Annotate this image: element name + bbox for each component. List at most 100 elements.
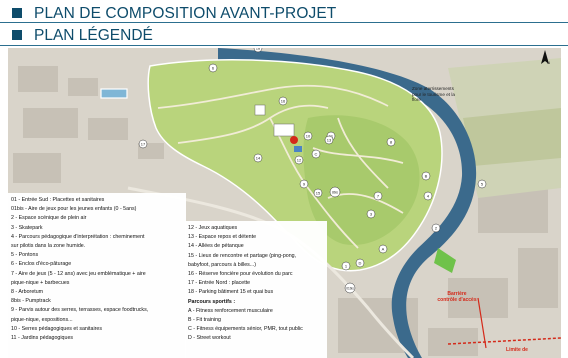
marker-label: 5 <box>481 181 484 186</box>
marker-circle <box>386 137 396 147</box>
marker-label: 14 <box>256 155 261 160</box>
marker-label: 11 <box>329 133 334 138</box>
legend-item: 12 - Jeux aquatiques <box>188 225 238 231</box>
legend-item: C - Fitness équipements sénior, PMR, tou… <box>188 326 303 333</box>
marker-label: 12 <box>297 157 302 162</box>
marker-circle <box>423 191 433 201</box>
point-of-interest-marker <box>290 136 298 144</box>
marker-circle <box>253 153 263 163</box>
limit-line <box>447 337 561 345</box>
marker-label: 16 <box>281 98 286 103</box>
legend-left: 01 - Entrée Sud : Placettes et sanitaire… <box>8 193 186 358</box>
legend-item: 01bis - Aire de jeux pour les jeunes enf… <box>11 206 137 213</box>
water-play-area <box>294 146 302 152</box>
marker-label: A <box>382 246 385 251</box>
legend-item: 4 - Parcours pédagogique d'interprétatio… <box>11 233 145 240</box>
marker-label: B <box>425 173 428 178</box>
marker-label: 8 <box>390 139 393 144</box>
legend-item: pique-nique, expositions... <box>11 316 73 323</box>
green-patch <box>434 248 456 273</box>
zone-note: Zone aterrissements pour le tourisme et … <box>412 86 455 102</box>
page-subtitle: PLAN LÉGENDÉ <box>34 27 153 44</box>
marker-label: 2 <box>435 225 438 230</box>
legend-item: 9 - Parvis autour des serres, terrasses,… <box>11 307 149 314</box>
marker-circle <box>299 179 309 189</box>
marker-circle <box>378 244 388 254</box>
greenhouse-building <box>273 123 295 137</box>
marker-label: 9 <box>303 181 306 186</box>
legend-item: 7 - Aire de jeux (5 - 12 ans) avec jeu e… <box>11 270 146 277</box>
marker-circle <box>355 258 365 268</box>
marker-circle <box>324 135 334 145</box>
legend-item: 13 - Espace repos et détente <box>188 234 257 241</box>
marker-label: C <box>315 151 318 156</box>
marker-label: 6 <box>212 65 215 70</box>
marker-circle <box>313 188 323 198</box>
legend-item: 10 - Serres pédagogiques et sanitaires <box>11 325 102 332</box>
legend-item: Parcours sportifs : <box>188 298 236 305</box>
marker-circle <box>431 223 441 233</box>
marker-label: 15 <box>316 190 321 195</box>
marker-label: D <box>359 260 362 265</box>
marker-label: 01bis <box>346 286 354 290</box>
north-arrow-icon <box>541 50 549 64</box>
pool <box>100 88 128 99</box>
legend-item: sur pilotis dans la zone humide. <box>11 243 86 250</box>
legend-item: D - Street workout <box>188 335 231 342</box>
subtitle-rule <box>0 45 568 46</box>
marker-circle <box>329 186 341 198</box>
legend-item: 5 - Pontons <box>11 252 39 259</box>
marker-circle <box>366 209 376 219</box>
legend-item: B - Fit training <box>188 317 221 324</box>
legend-item: pique-nique + barbecues <box>11 279 70 286</box>
marker-label: 10 <box>306 133 311 138</box>
title-square-icon <box>12 8 22 18</box>
legend-item: 2 - Espace scénique de plein air <box>11 215 87 222</box>
marker-circle <box>278 96 288 106</box>
legend-item: 8 - Arboretum <box>11 289 44 296</box>
marker-circle <box>344 282 356 294</box>
marker-circle <box>294 155 304 165</box>
subtitle-square-icon <box>12 30 22 40</box>
title-bar: PLAN DE COMPOSITION AVANT-PROJET PLAN LÉ… <box>0 0 568 50</box>
barrier-note: Barrière contrôle d'accès <box>437 291 477 303</box>
marker-circle <box>253 48 263 53</box>
farmland-strip <box>463 108 561 166</box>
park-paths <box>157 84 404 249</box>
marker-label: 4 <box>427 193 430 198</box>
legend-item: 15 - Lieux de rencontre et partage (ping… <box>188 252 297 259</box>
legend-item: babyfoot, parcours à billes...) <box>188 261 257 268</box>
marker-label: 7 <box>377 193 380 198</box>
north-label: N <box>547 60 550 65</box>
legend-item: 6 - Enclos d'éco-pâturage <box>11 261 72 268</box>
marker-circle <box>421 171 431 181</box>
marker-label: 17 <box>141 141 146 146</box>
marker-circle <box>303 131 313 141</box>
legend-item: 14 - Allées de pétanque <box>188 243 244 250</box>
marker-label: 13 <box>327 137 332 142</box>
building-blocks <box>13 66 558 356</box>
park-wetland-zone <box>303 115 420 245</box>
marker-label: 18 <box>256 48 261 50</box>
legend-item: 16 - Réserve foncière pour évolution du … <box>188 271 293 278</box>
marker-label: 1 <box>345 263 348 268</box>
legend-right: 12 - Jeux aquatiques 13 - Espace repos et… <box>185 221 327 358</box>
marker-circle <box>208 63 218 73</box>
markers-layer: 123456789101112131415161718ABCD8bis01bis <box>138 48 487 294</box>
legend-item: 01 - Entrée Sud : Placettes et sanitaire… <box>11 197 105 203</box>
marker-label: 8bis <box>332 190 338 194</box>
marker-circle <box>311 149 321 159</box>
small-building <box>254 104 266 116</box>
limit-note: Limite de <box>506 347 528 353</box>
marker-circle <box>373 191 383 201</box>
page-title: PLAN DE COMPOSITION AVANT-PROJET <box>34 5 337 22</box>
title-rule <box>0 22 568 23</box>
legend-item: 8bis - Pumptrack <box>11 298 51 305</box>
legend-item: A - Fitness renforcement musculaire <box>188 307 273 314</box>
legend-item: 18 - Parking bâtiment 15 et quai bus <box>188 289 274 296</box>
barrier-line <box>477 297 487 349</box>
legend-item: 3 - Skatepark <box>11 224 43 231</box>
marker-circle <box>138 139 148 149</box>
marker-circle <box>341 261 351 271</box>
marker-label: 3 <box>370 211 373 216</box>
